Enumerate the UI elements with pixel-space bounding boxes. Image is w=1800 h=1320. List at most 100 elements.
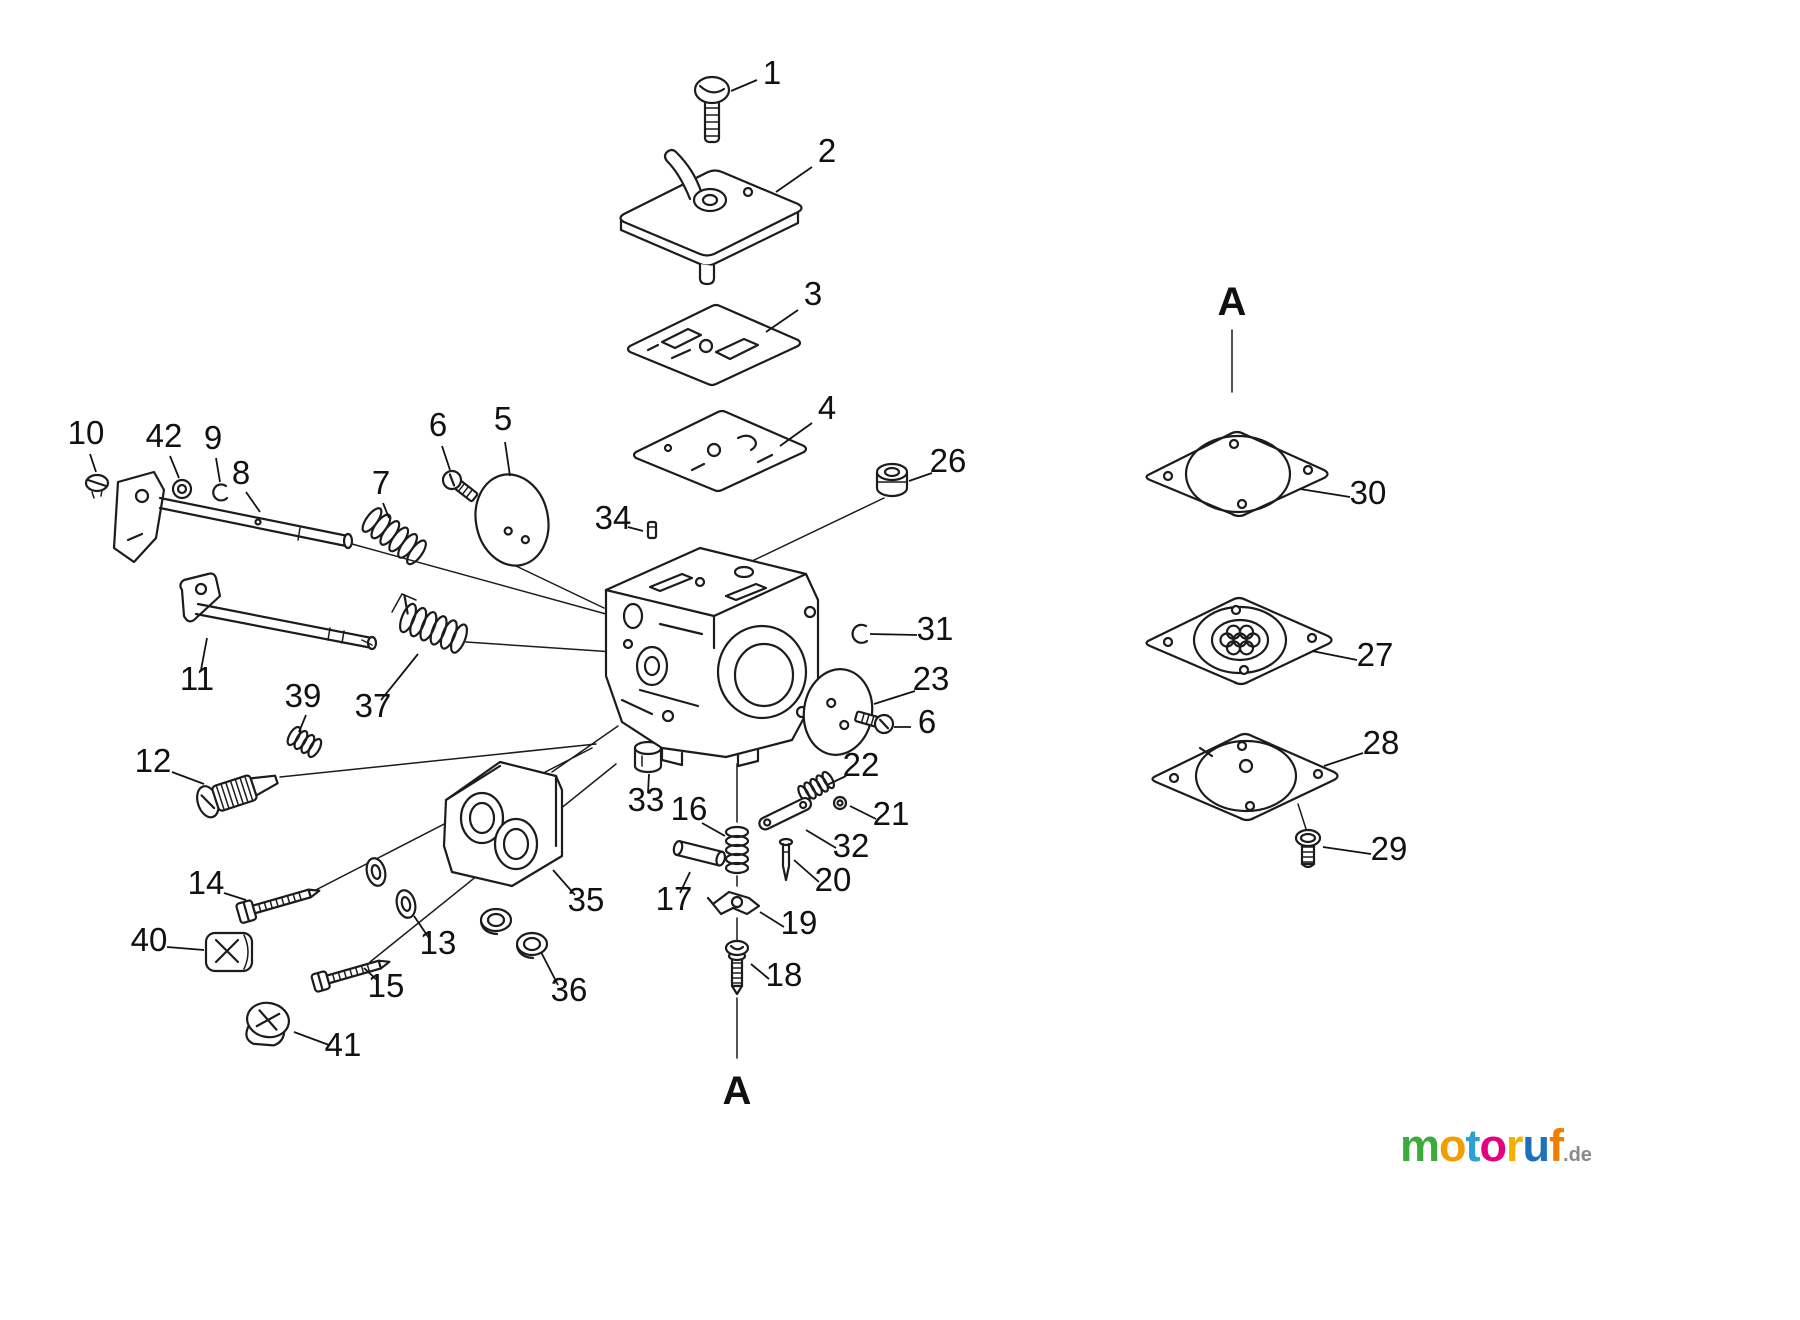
callout-3: 3 (804, 275, 822, 312)
callout-leader-7 (382, 502, 390, 519)
callout-leader-35 (552, 869, 576, 896)
callout-7: 7 (372, 464, 390, 501)
callout-leader-11 (200, 637, 208, 671)
part-choke-rod-8 (112, 470, 354, 564)
callout-39: 39 (285, 677, 322, 714)
callout-5: 5 (494, 400, 512, 437)
part-pivot-pin-17 (672, 840, 727, 867)
watermark-letter: m (1400, 1120, 1440, 1171)
part-sleeves-36 (479, 907, 549, 960)
callout-leader-37 (380, 653, 419, 701)
callout-leader-40 (166, 946, 205, 951)
part-needle-15 (310, 959, 391, 993)
callout-17: 17 (656, 880, 693, 917)
callout-leader-20 (793, 859, 820, 883)
callout-12: 12 (135, 742, 172, 779)
callout-27: 27 (1357, 636, 1394, 673)
callout-leader-3 (765, 309, 799, 333)
callout-leader-10 (89, 453, 97, 473)
part-throttle-shaft-11 (179, 572, 378, 651)
part-pump-cover-2 (619, 148, 803, 286)
watermark-letter: r (1506, 1120, 1523, 1171)
callout-leader-39 (298, 714, 307, 733)
part-screw-6-left (441, 469, 479, 503)
callout-13: 13 (420, 924, 457, 961)
part-spring-7 (361, 507, 427, 566)
callout-34: 34 (595, 499, 632, 536)
callout-18: 18 (766, 956, 803, 993)
callout-8: 8 (232, 454, 250, 491)
callout-33: 33 (628, 781, 665, 818)
part-metering-lever-19 (706, 890, 761, 916)
part-pin-34 (646, 520, 658, 540)
watermark-letter: o (1479, 1120, 1507, 1171)
callout-10: 10 (68, 414, 105, 451)
part-inlet-needle-20 (778, 837, 794, 882)
callout-4: 4 (818, 389, 836, 426)
callout-20: 20 (815, 861, 852, 898)
callout-30: 30 (1350, 474, 1387, 511)
callout-leader-18 (750, 963, 770, 980)
callout-11: 11 (180, 660, 214, 697)
part-carburetor-body (604, 546, 820, 768)
watermark-word: motoruf (1400, 1120, 1564, 1171)
callout-leader-29 (1322, 846, 1372, 855)
callout-leader-17 (679, 871, 691, 894)
callout-31: 31 (917, 610, 954, 647)
callout-leader-8 (245, 491, 261, 513)
part-screw-29 (1294, 828, 1322, 869)
part-screw-1 (693, 75, 731, 144)
part-link-32 (758, 796, 813, 831)
section-marker-2: A (723, 1069, 752, 1113)
part-screw-6-right (854, 710, 895, 735)
part-idle-screw-12 (196, 774, 279, 819)
section-marker-1: A (1218, 280, 1247, 324)
callout-23: 23 (913, 660, 950, 697)
part-gasket-3 (626, 303, 802, 387)
watermark-letter: t (1465, 1120, 1481, 1171)
callout-leader-27 (1311, 650, 1358, 661)
callout-leader-21 (849, 805, 877, 820)
part-spring-16 (724, 825, 750, 875)
callout-leader-34 (627, 526, 644, 532)
part-intake-block-35 (442, 760, 564, 888)
callout-leader-19 (759, 911, 785, 928)
part-spring-37 (398, 593, 469, 654)
callout-36: 36 (551, 971, 588, 1008)
callout-leader-5 (504, 441, 511, 477)
part-plug-33 (633, 740, 663, 774)
callout-42: 42 (146, 417, 183, 454)
callout-leader-14 (223, 892, 247, 901)
part-cap-40 (204, 931, 254, 973)
callout-35: 35 (568, 881, 605, 918)
callout-leader-9 (215, 457, 221, 483)
callout-leader-30 (1299, 488, 1351, 498)
part-wire-hook (391, 593, 417, 613)
callout-leader-31 (869, 633, 918, 636)
callout-leader-36 (540, 951, 559, 986)
callout-9: 9 (204, 419, 222, 456)
callout-6: 6 (429, 406, 447, 443)
callout-leader-15 (363, 967, 379, 982)
callout-leader-4 (779, 422, 813, 447)
callout-26: 26 (930, 442, 967, 479)
callout-28: 28 (1363, 724, 1400, 761)
part-washers-13 (365, 857, 417, 919)
callout-leader-28 (1323, 752, 1364, 767)
callout-leader-32 (805, 829, 837, 849)
callout-29: 29 (1371, 830, 1408, 867)
watermark-suffix: .de (1563, 1144, 1592, 1166)
callout-leader-33 (647, 773, 650, 794)
callout-2: 2 (818, 132, 836, 169)
callout-41: 41 (325, 1026, 362, 1063)
part-washer-42 (171, 478, 193, 500)
part-clip-9 (212, 483, 229, 502)
part-cover-disc-23 (802, 668, 874, 756)
part-screw-18 (724, 939, 750, 996)
callout-leader-2 (775, 166, 813, 193)
callout-32: 32 (833, 827, 870, 864)
watermark-logo: motoruf.de (1400, 1120, 1592, 1172)
watermark-letter: o (1439, 1120, 1466, 1171)
part-spring-39 (286, 725, 323, 759)
